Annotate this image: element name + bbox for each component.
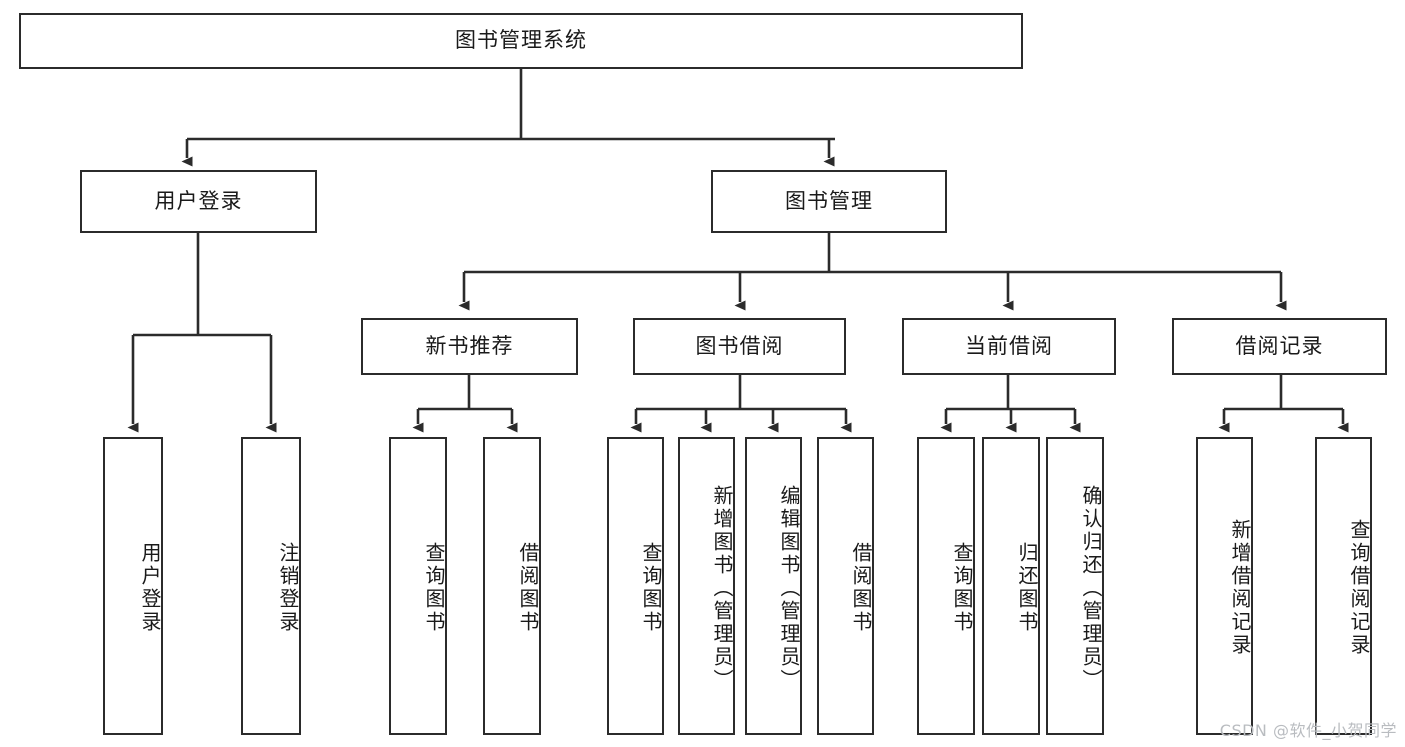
leaf-confirm-return[interactable]: 确认归还（管理员） <box>1046 437 1104 735</box>
leaf-edit-book[interactable]: 编辑图书（管理员） <box>745 437 802 735</box>
leaf-user-login[interactable]: 用户登录 <box>103 437 163 735</box>
leaf-borrow-book-1[interactable]: 借阅图书 <box>483 437 541 735</box>
node-borrow-record-label: 借阅记录 <box>1235 333 1324 358</box>
node-user-login[interactable]: 用户登录 <box>80 170 317 233</box>
leaf-return-book[interactable]: 归还图书 <box>982 437 1040 735</box>
leaf-confirm-return-label: 确认归还（管理员） <box>1079 484 1103 692</box>
leaf-add-book-label: 新增图书（管理员） <box>710 484 734 692</box>
node-current-borrow-label: 当前借阅 <box>965 333 1053 358</box>
leaf-query-book-1-label: 查询图书 <box>422 542 446 634</box>
leaf-borrow-book-2-label: 借阅图书 <box>849 542 873 634</box>
node-book-manage[interactable]: 图书管理 <box>711 170 947 233</box>
leaf-query-book-3-label: 查询图书 <box>950 542 974 634</box>
leaf-edit-book-label: 编辑图书（管理员） <box>777 484 801 692</box>
leaf-query-record-label: 查询借阅记录 <box>1347 519 1371 657</box>
leaf-user-login-label: 用户登录 <box>138 542 162 634</box>
node-user-login-label: 用户登录 <box>154 188 243 213</box>
leaf-query-book-2-label: 查询图书 <box>639 542 663 634</box>
node-current-borrow[interactable]: 当前借阅 <box>902 318 1116 375</box>
node-book-borrow[interactable]: 图书借阅 <box>633 318 846 375</box>
node-book-manage-label: 图书管理 <box>785 188 873 213</box>
node-borrow-record[interactable]: 借阅记录 <box>1172 318 1387 375</box>
node-book-borrow-label: 图书借阅 <box>695 333 784 358</box>
leaf-borrow-book-2[interactable]: 借阅图书 <box>817 437 874 735</box>
node-root-label: 图书管理系统 <box>455 28 587 53</box>
leaf-return-book-label: 归还图书 <box>1015 542 1039 634</box>
leaf-query-book-2[interactable]: 查询图书 <box>607 437 664 735</box>
node-new-book-recommend[interactable]: 新书推荐 <box>361 318 578 375</box>
leaf-borrow-book-1-label: 借阅图书 <box>516 542 540 634</box>
leaf-query-record[interactable]: 查询借阅记录 <box>1315 437 1372 735</box>
leaf-user-logout-label: 注销登录 <box>276 542 300 634</box>
leaf-add-record[interactable]: 新增借阅记录 <box>1196 437 1253 735</box>
node-new-book-recommend-label: 新书推荐 <box>425 333 514 358</box>
leaf-user-logout[interactable]: 注销登录 <box>241 437 301 735</box>
leaf-query-book-1[interactable]: 查询图书 <box>389 437 447 735</box>
leaf-query-book-3[interactable]: 查询图书 <box>917 437 975 735</box>
leaf-add-book[interactable]: 新增图书（管理员） <box>678 437 735 735</box>
watermark: CSDN @软件_小贺同学 <box>1219 721 1397 740</box>
leaf-add-record-label: 新增借阅记录 <box>1228 519 1252 657</box>
node-root[interactable]: 图书管理系统 <box>19 13 1023 69</box>
